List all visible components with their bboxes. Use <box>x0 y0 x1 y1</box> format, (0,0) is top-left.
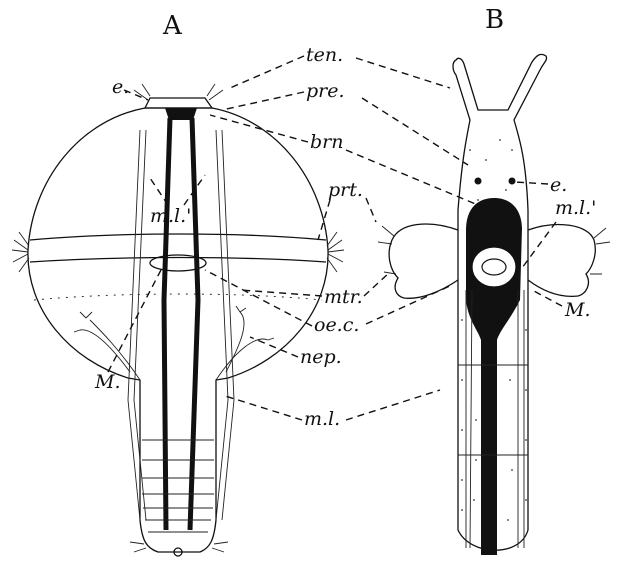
label-e-a: e. <box>112 76 129 98</box>
gut-a <box>164 118 170 530</box>
label-ml-prime-b: m.l.' <box>555 197 596 219</box>
label-oec: oe.c. <box>314 314 359 336</box>
label-nep: nep. <box>300 346 342 368</box>
panel-label-a: A <box>162 11 183 41</box>
lateral-lobe-right <box>528 225 595 297</box>
panel-label-b: B <box>485 5 504 35</box>
larva-body-outline <box>28 108 328 552</box>
label-brn: brn <box>310 131 343 153</box>
figure-a-larva <box>12 84 344 556</box>
label-M-b: M. <box>564 299 591 321</box>
label-e-b: e. <box>550 174 567 196</box>
label-ml-prime-a: m.l.' <box>150 205 191 227</box>
label-ten: ten. <box>306 44 343 66</box>
prototroch-cilia-right <box>327 232 344 272</box>
label-mtr: mtr. <box>324 286 363 308</box>
label-pre: pre. <box>306 80 345 102</box>
label-M-a: M. <box>94 371 121 393</box>
prototroch-cilia-left <box>12 232 29 272</box>
label-ml: m.l. <box>304 408 340 430</box>
nephridium-right <box>216 312 268 380</box>
apical-plate <box>145 98 212 108</box>
label-prt: prt. <box>328 179 363 201</box>
trunk-segments-a <box>142 440 214 532</box>
eye-right-b <box>509 178 516 185</box>
eye-left-b <box>475 178 482 185</box>
